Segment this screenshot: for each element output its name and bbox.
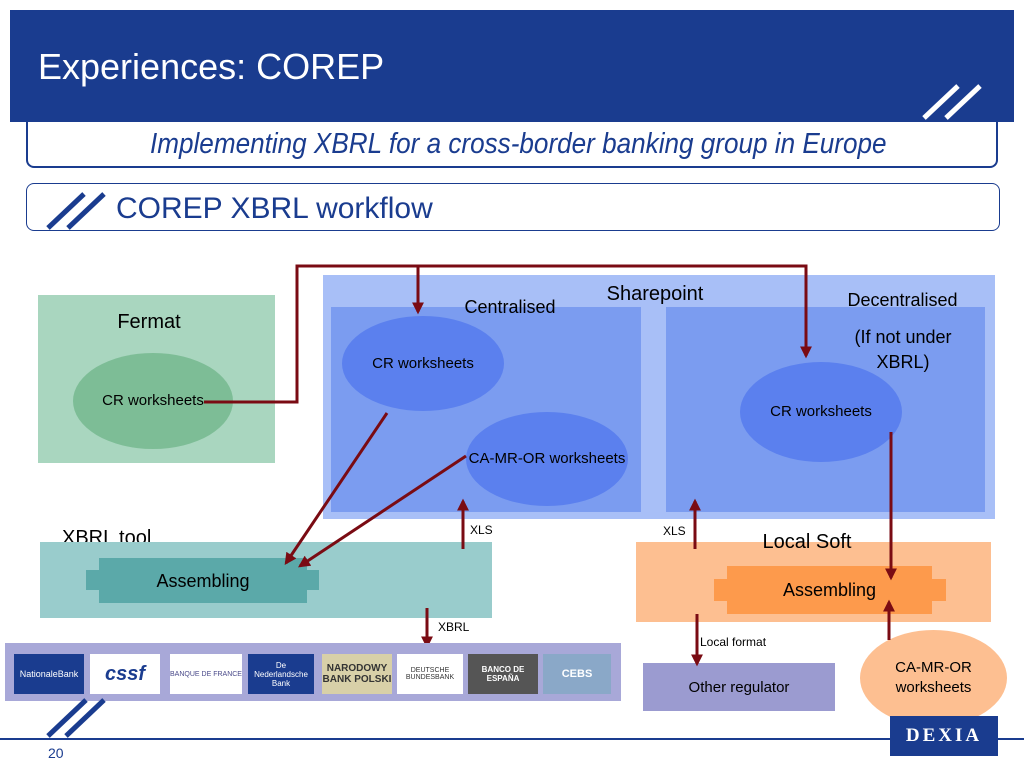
decentralised-note: (If not under XBRL) [854, 327, 952, 372]
xls-label-left: XLS [470, 523, 493, 537]
double-slash-icon [46, 192, 106, 230]
logo-dnb: De Nederlandsche Bank [248, 654, 314, 694]
logo-nationale-bank: NationaleBank [14, 654, 84, 694]
subtitle-box [26, 122, 998, 168]
camror-worksheets-centralised: CA-MR-OR worksheets [466, 412, 628, 506]
page-number: 20 [48, 745, 64, 761]
logo-banco-de-espana: BANCO DE ESPAÑA [468, 654, 538, 694]
logo-banque-de-france: BANQUE DE FRANCE [170, 654, 242, 694]
cr-worksheets-decentralised: CR worksheets [740, 362, 902, 462]
logo-cssf: cssf [90, 654, 160, 694]
assembling-xbrl [99, 558, 307, 603]
assembling-local [727, 566, 932, 614]
decentralised-label: Decentralised [847, 290, 958, 310]
local-soft-label: Local Soft [762, 531, 852, 553]
logo-nbp: NARODOWY BANK POLSKI [322, 654, 392, 694]
section-title: COREP XBRL workflow [116, 192, 433, 225]
logo-cebs: CEBS [543, 654, 611, 694]
fermat-label: Fermat [117, 311, 181, 333]
arrow-fermat-to-sharepoint [204, 264, 812, 404]
camror-worksheets-local: CA-MR-OR worksheets [860, 630, 1007, 726]
double-slash-icon [922, 84, 982, 120]
page-title: Experiences: COREP [38, 46, 385, 87]
arrow-camror-to-assembling [297, 454, 467, 568]
cr-worksheets-centralised: CR worksheets [342, 316, 504, 411]
logo-bundesbank: DEUTSCHE BUNDESBANK [397, 654, 463, 694]
sharepoint-label: Sharepoint [606, 283, 704, 305]
local-format-label: Local format [700, 635, 767, 649]
other-regulator-box: Other regulator [643, 663, 835, 711]
centralised-label: Centralised [464, 297, 556, 317]
section-box [26, 183, 1000, 231]
assembling-local-label: Assembling [782, 580, 877, 600]
dexia-logo: DEXIA [890, 716, 998, 756]
xls-label-right: XLS [663, 524, 686, 538]
title-bar [10, 10, 1014, 122]
footer-line [0, 738, 1024, 740]
arrow-cr-to-assembling [284, 412, 389, 565]
assembling-xbrl-label: Assembling [156, 571, 250, 591]
subtitle: Implementing XBRL for a cross-border ban… [150, 128, 887, 160]
double-slash-icon [46, 698, 106, 738]
xbrl-label: XBRL [438, 620, 470, 634]
